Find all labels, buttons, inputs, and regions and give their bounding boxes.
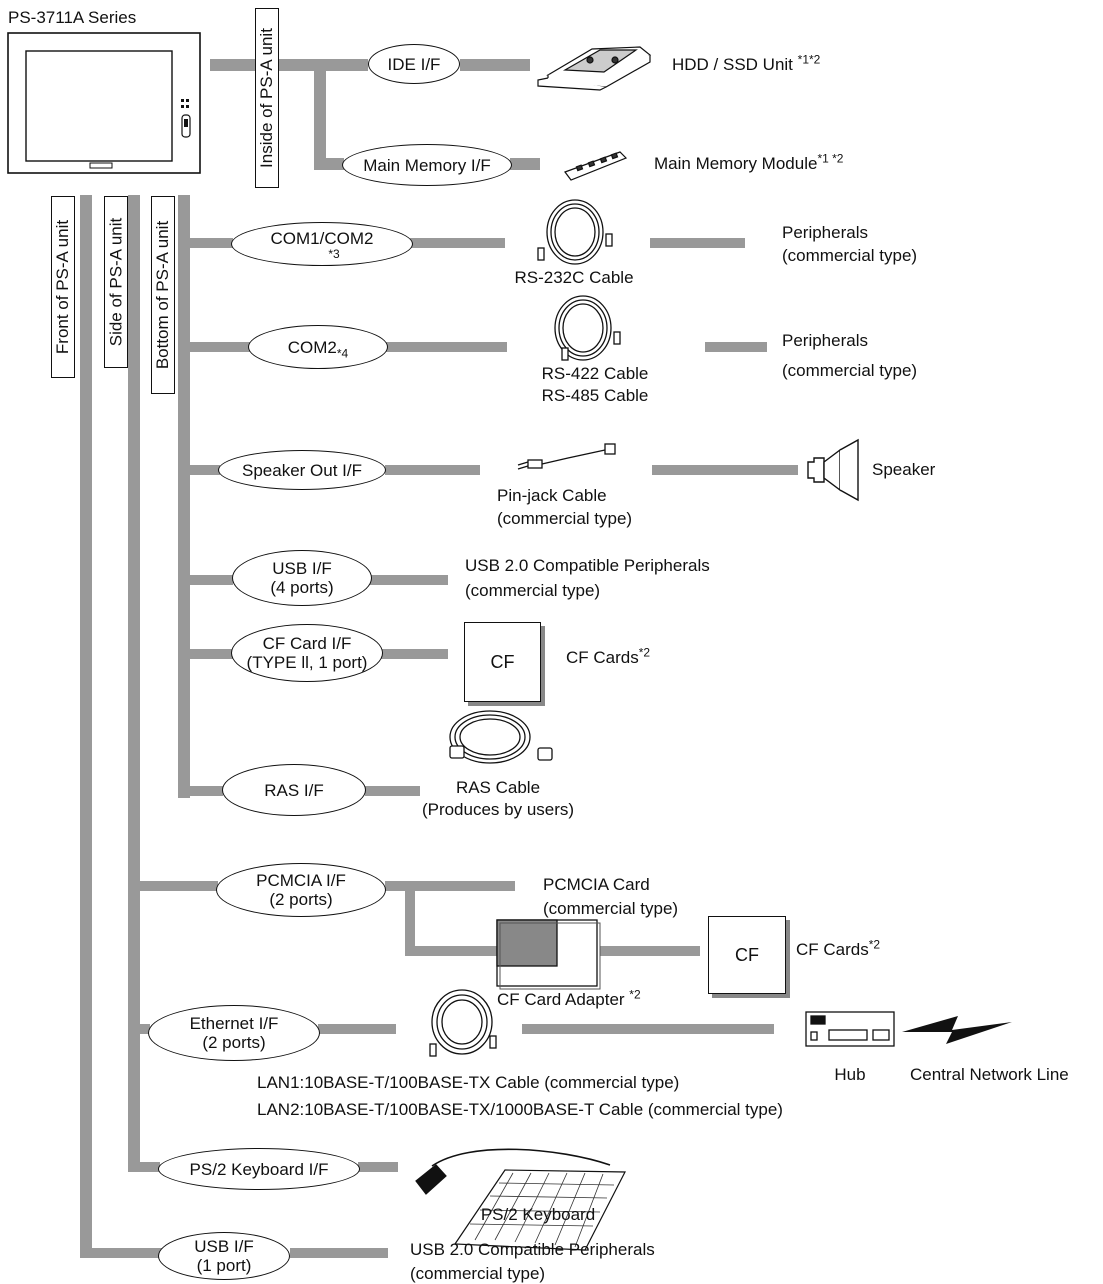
- rs485-cable-label: RS-485 Cable: [541, 386, 649, 405]
- pinjack-cable-label-1: Pin-jack Cable: [497, 486, 607, 505]
- rs232c-cable-label: RS-232C Cable: [514, 268, 634, 287]
- cf-adapter-label: CF Card Adapter *2: [497, 987, 641, 1009]
- pcmcia-interface: PCMCIA I/F (2 ports): [216, 863, 386, 917]
- bottom-unit-label-text: Bottom of PS-A unit: [153, 220, 173, 370]
- peripherals2-label-1: Peripherals: [782, 331, 868, 350]
- ras-cable-image: [449, 710, 553, 764]
- rs422-cable-image: [554, 295, 621, 361]
- cf-cards-2-label: CF Cards*2: [796, 937, 881, 959]
- cf-card-box: CF: [464, 622, 541, 702]
- pcmcia-card-label-2: (commercial type): [543, 899, 679, 918]
- pcmcia-label-2: (2 ports): [269, 890, 333, 909]
- usb4-interface: USB I/F (4 ports): [232, 550, 372, 606]
- usb1-label-2: (1 port): [196, 1256, 252, 1275]
- keyboard-image: [415, 1148, 626, 1251]
- cf-interface-label-1: CF Card I/F: [262, 634, 352, 653]
- usb1-peripherals-label-1: USB 2.0 Compatible Peripherals: [410, 1240, 655, 1259]
- usb4-peripherals-label-2: (commercial type): [465, 581, 601, 600]
- ras-cable-label-2: (Produces by users): [421, 800, 575, 819]
- cf-card-box-2-label: CF: [735, 944, 759, 965]
- usb1-peripherals-label-2: (commercial type): [410, 1264, 546, 1283]
- connector-lines: [80, 59, 798, 1258]
- inside-unit-label-text: Inside of PS-A unit: [257, 28, 276, 168]
- rs232c-cable-image: [537, 199, 613, 265]
- side-unit-label: Side of PS-A unit: [104, 196, 128, 368]
- network-line-icon: [902, 1016, 1012, 1044]
- lan1-cable-label: LAN1:10BASE-T/100BASE-TX Cable (commerci…: [257, 1073, 680, 1092]
- pinjack-cable-image: [517, 443, 616, 470]
- ide-interface: IDE I/F: [368, 44, 460, 84]
- hub-label: Hub: [834, 1065, 866, 1084]
- peripherals2-label-2: (commercial type): [782, 361, 918, 380]
- cf-card-interface: CF Card I/F (TYPE ll, 1 port): [231, 624, 383, 682]
- ras-cable-label-1: RAS Cable: [455, 778, 541, 797]
- front-unit-label: Front of PS-A unit: [51, 196, 75, 378]
- bottom-unit-label: Bottom of PS-A unit: [151, 196, 175, 394]
- usb1-interface: USB I/F (1 port): [158, 1232, 290, 1280]
- ide-interface-label: IDE I/F: [387, 54, 441, 74]
- hdd-ssd-unit-image: [537, 46, 652, 91]
- ethernet-label-2: (2 ports): [202, 1033, 266, 1052]
- ethernet-cable-image: [429, 989, 497, 1057]
- peripherals1-label-1: Peripherals: [782, 223, 868, 242]
- usb4-label-2: (4 ports): [270, 578, 334, 597]
- ps-unit-image: [7, 32, 201, 174]
- com2-interface: COM2*4: [248, 325, 388, 369]
- ethernet-interface: Ethernet I/F (2 ports): [148, 1005, 320, 1061]
- com2-note: *4: [336, 345, 349, 360]
- ras-interface-label: RAS I/F: [264, 780, 324, 800]
- side-unit-label-text: Side of PS-A unit: [106, 217, 125, 347]
- cf-card-box-label: CF: [490, 651, 515, 672]
- pcmcia-card-label-1: PCMCIA Card: [543, 875, 650, 894]
- peripherals1-label-2: (commercial type): [782, 246, 918, 265]
- com1-com2-label: COM1/COM2: [270, 228, 374, 248]
- usb4-peripherals-label-1: USB 2.0 Compatible Peripherals: [465, 556, 710, 575]
- speaker-out-interface: Speaker Out I/F: [218, 450, 386, 490]
- device-title: PS-3711A Series: [8, 8, 137, 27]
- network-line-label: Central Network Line: [910, 1065, 1069, 1084]
- ps2-keyboard-interface: PS/2 Keyboard I/F: [158, 1148, 360, 1190]
- speaker-label: Speaker: [872, 460, 936, 479]
- cf-card-box-2: CF: [708, 916, 786, 994]
- pinjack-cable-label-2: (commercial type): [497, 509, 633, 528]
- lan2-cable-label: LAN2:10BASE-T/100BASE-TX/1000BASE-T Cabl…: [257, 1100, 783, 1119]
- ethernet-label-1: Ethernet I/F: [189, 1014, 279, 1033]
- main-memory-interface: Main Memory I/F: [342, 144, 512, 186]
- com2-label: COM2: [287, 337, 337, 357]
- front-unit-label-text: Front of PS-A unit: [53, 219, 72, 355]
- hub-image: [805, 1011, 895, 1047]
- keyboard-label: PS/2 Keyboard: [480, 1205, 596, 1224]
- usb4-label-1: USB I/F: [272, 559, 332, 578]
- rs422-cable-label: RS-422 Cable: [541, 364, 649, 383]
- ras-interface: RAS I/F: [222, 764, 366, 816]
- ps2-interface-label: PS/2 Keyboard I/F: [189, 1159, 329, 1179]
- main-memory-interface-label: Main Memory I/F: [363, 155, 491, 175]
- cf-cards-label: CF Cards*2: [566, 645, 651, 667]
- usb1-label-1: USB I/F: [194, 1237, 254, 1256]
- speaker-image: [807, 438, 859, 502]
- speaker-out-label: Speaker Out I/F: [242, 460, 362, 480]
- memory-module-image: [564, 151, 628, 181]
- cf-adapter-image: [496, 919, 601, 990]
- hdd-ssd-label: HDD / SSD Unit *1*2: [672, 52, 821, 74]
- pcmcia-label-1: PCMCIA I/F: [256, 871, 346, 890]
- main-memory-module-label: Main Memory Module*1 *2: [654, 151, 844, 173]
- inside-unit-label: Inside of PS-A unit: [255, 8, 279, 188]
- com1-com2-note: *3: [328, 246, 340, 261]
- com1-com2-interface: COM1/COM2 *3: [231, 222, 413, 266]
- cf-interface-label-2: (TYPE ll, 1 port): [246, 653, 368, 672]
